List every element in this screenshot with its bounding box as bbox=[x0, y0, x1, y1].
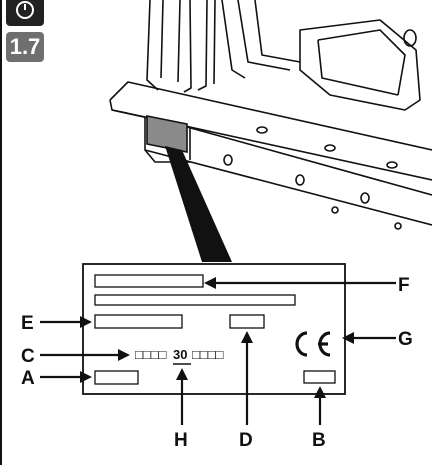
serial-prefix: □□□□ bbox=[135, 347, 167, 362]
callout-g: G bbox=[398, 329, 413, 350]
callout-f: F bbox=[398, 275, 410, 296]
callout-d: D bbox=[239, 430, 253, 451]
callout-c: C bbox=[21, 346, 35, 367]
clock-icon bbox=[16, 1, 34, 19]
callout-e: E bbox=[21, 313, 34, 334]
serial-suffix: □□□□ bbox=[192, 347, 224, 362]
callout-a: A bbox=[21, 368, 35, 389]
machine-plate-location bbox=[146, 115, 232, 262]
clock-badge bbox=[6, 0, 44, 26]
serial-year: 30 bbox=[173, 347, 187, 362]
callout-h: H bbox=[174, 430, 188, 451]
ce-mark-icon bbox=[295, 331, 331, 357]
page-border bbox=[0, 0, 2, 465]
callout-b: B bbox=[312, 430, 326, 451]
section-number: 1.7 bbox=[6, 32, 44, 62]
